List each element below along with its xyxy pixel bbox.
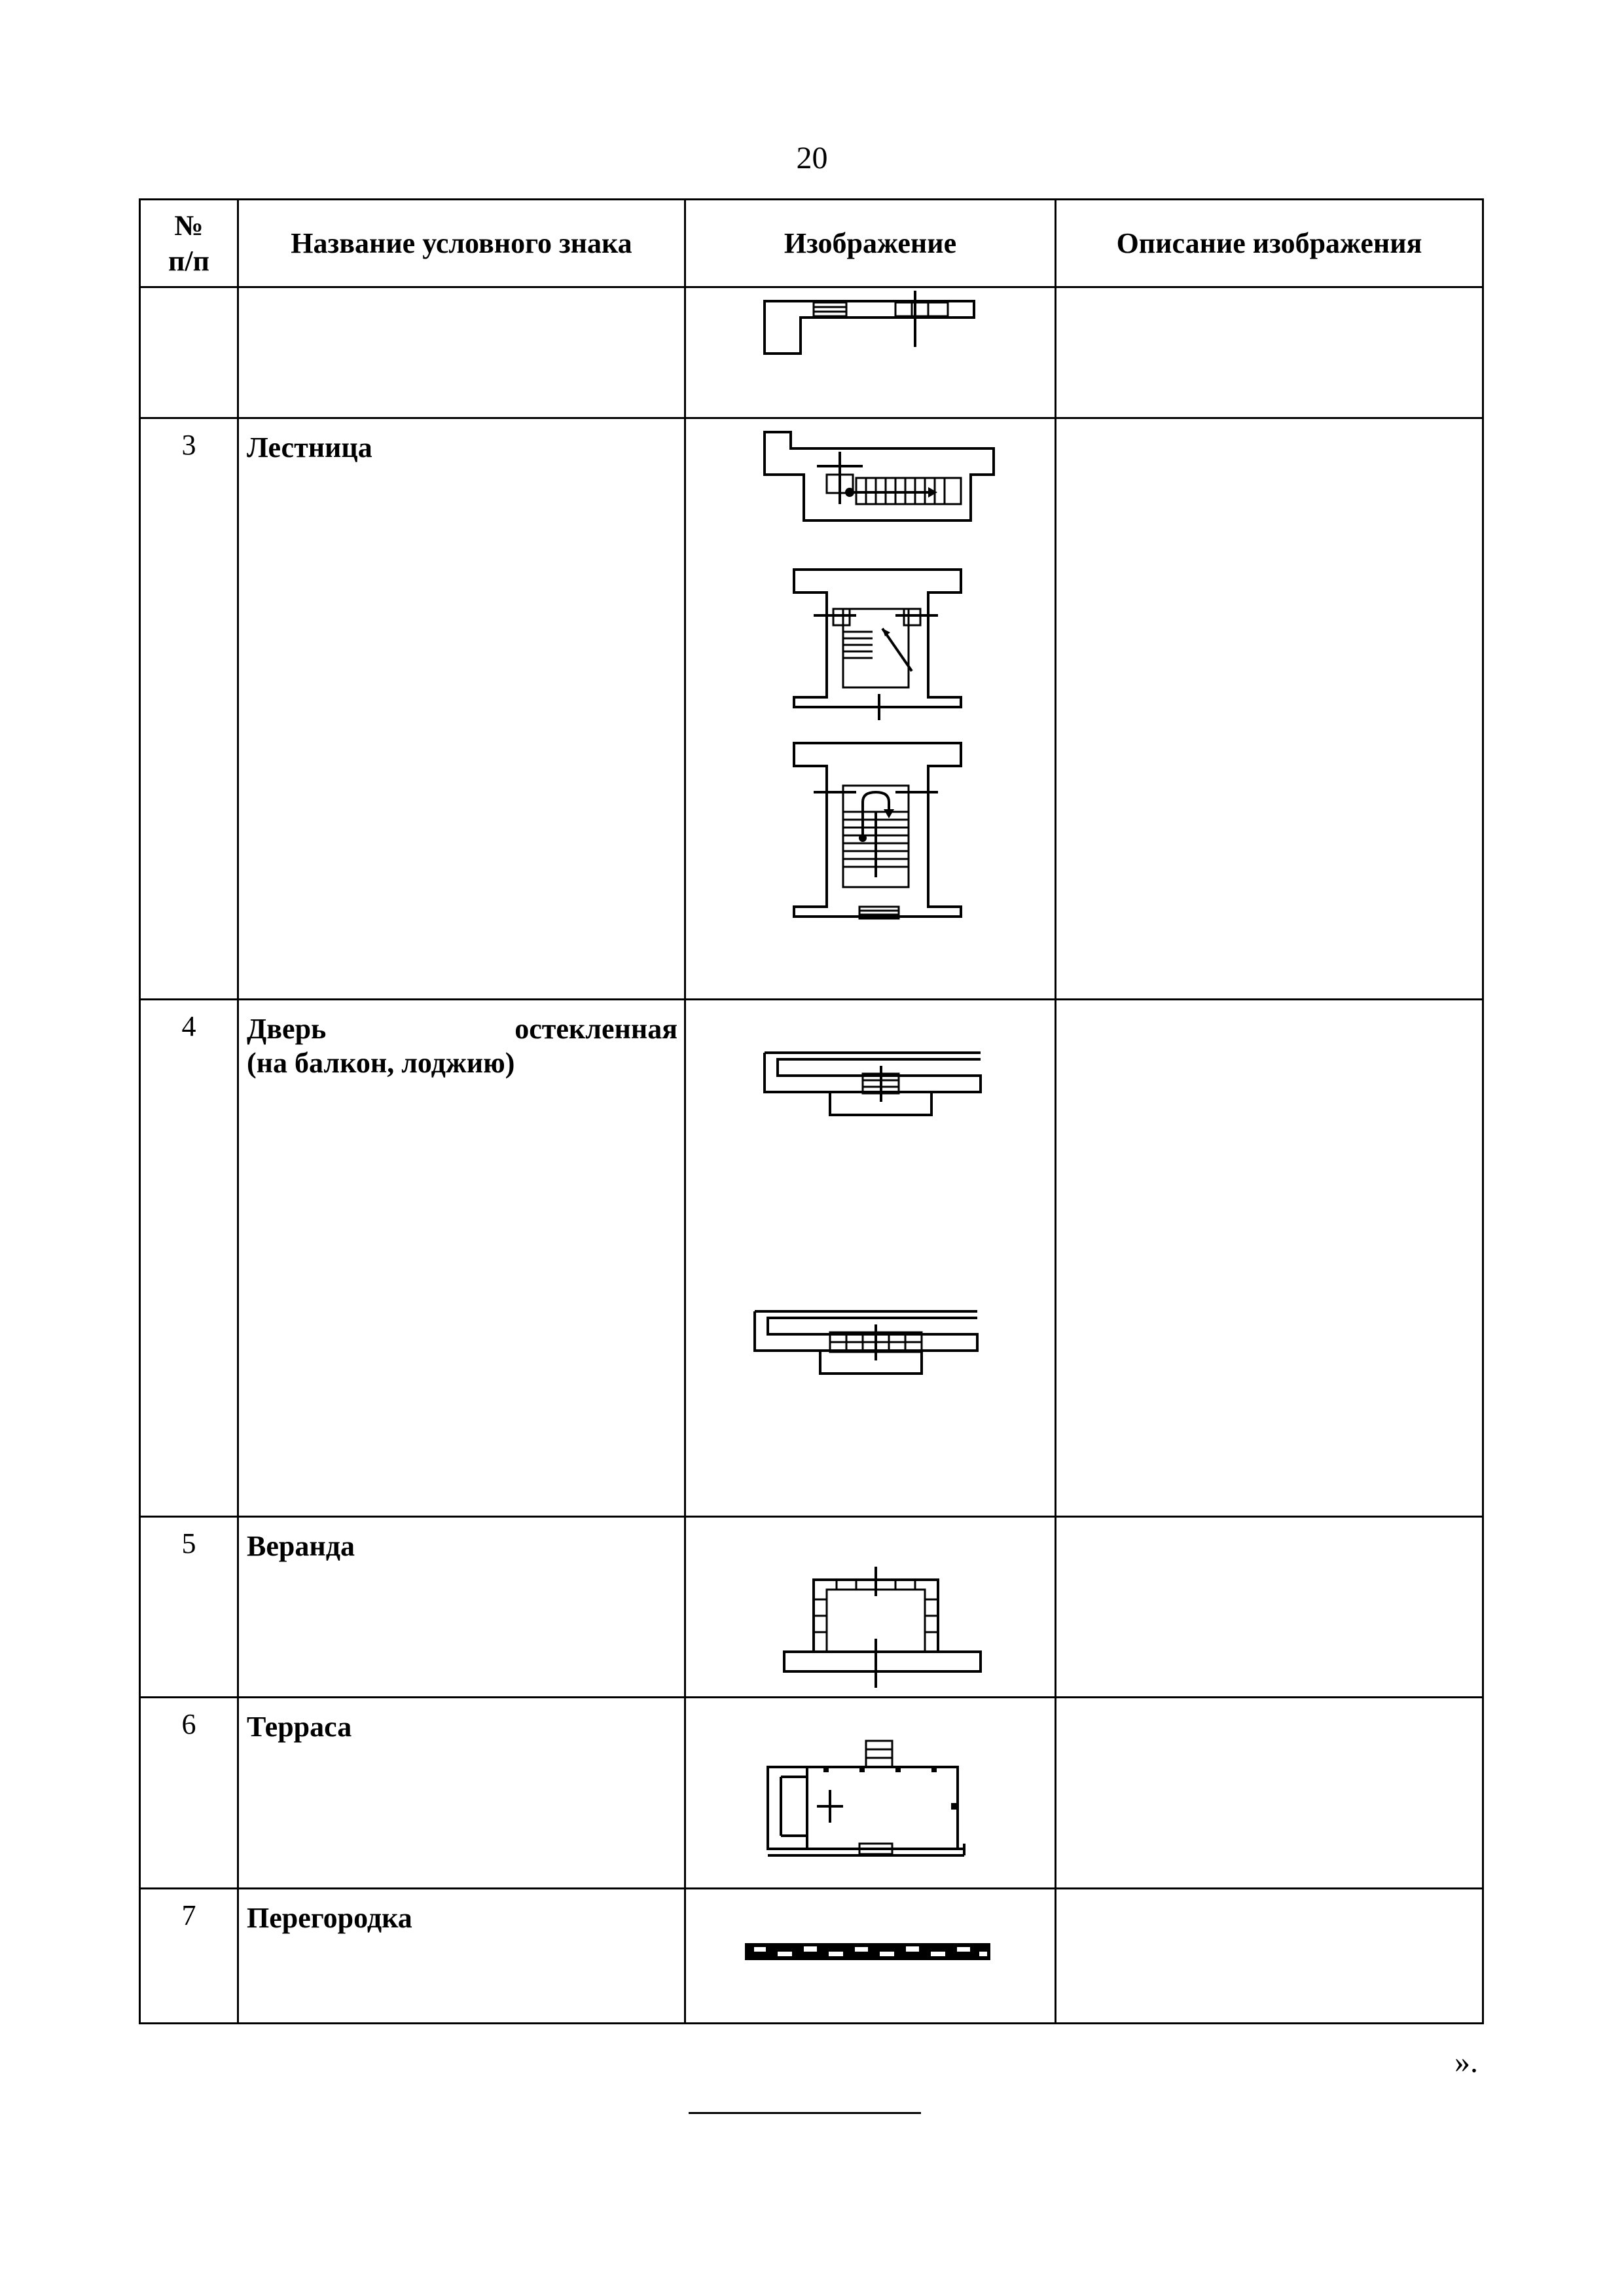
footnote-separator [689, 2112, 921, 2114]
partition-icon [745, 1943, 990, 1960]
terrace-icon [767, 1740, 965, 1857]
staircase-straight-icon [763, 431, 995, 522]
veranda-icon [783, 1567, 982, 1688]
row-description [1055, 1696, 1484, 1889]
row-num: 6 [139, 1696, 239, 1889]
conventional-signs-table: № п/п Название условного знака Изображен… [139, 198, 1484, 2024]
row-num: 5 [139, 1516, 239, 1698]
row-image [684, 998, 1056, 1518]
closing-quote: ». [1454, 2045, 1478, 2079]
glazed-door-icons [753, 1051, 982, 1375]
header-image: Изображение [684, 198, 1056, 288]
row-image [684, 1887, 1056, 2024]
table-row: 7 Перегородка [139, 1887, 1484, 2024]
table-row: 3 Лестница [139, 417, 1484, 1000]
row-name: Терраса [237, 1696, 686, 1889]
row-name-line2: (на балкон, лоджию) [247, 1047, 515, 1079]
header-num: № п/п [139, 198, 239, 288]
row-image [684, 417, 1056, 1000]
row-num: 7 [139, 1887, 239, 2024]
glazed-door-single-icon [763, 1051, 982, 1116]
row-num: 4 [139, 998, 239, 1518]
table-row: 4 Дверь остекленная (на балкон, лоджию) [139, 998, 1484, 1518]
table-row: 6 Терраса [139, 1696, 1484, 1889]
header-name: Название условного знака [237, 198, 686, 288]
table-row [139, 286, 1484, 419]
row-image [684, 286, 1056, 419]
row-name [237, 286, 686, 419]
page-number: 20 [796, 141, 828, 175]
table-row: 5 Веранда [139, 1516, 1484, 1698]
row-description [1055, 1887, 1484, 2024]
row-description [1055, 417, 1484, 1000]
row-name: Перегородка [237, 1887, 686, 2024]
glazed-door-double-icon [753, 1310, 979, 1375]
row-description [1055, 286, 1484, 419]
row-name: Лестница [237, 417, 686, 1000]
row-name: Дверь остекленная (на балкон, лоджию) [237, 998, 686, 1518]
window-wall-fragment-icon [763, 291, 975, 355]
table-header-row: № п/п Название условного знака Изображен… [139, 198, 1484, 288]
staircase-icons [763, 431, 995, 920]
staircase-two-flight-icon [793, 742, 962, 920]
row-num: 3 [139, 417, 239, 1000]
staircase-diagonal-icon [793, 568, 962, 720]
row-num [139, 286, 239, 419]
header-description: Описание изображения [1055, 198, 1484, 288]
row-image [684, 1696, 1056, 1889]
row-name: Веранда [237, 1516, 686, 1698]
row-description [1055, 1516, 1484, 1698]
row-image [684, 1516, 1056, 1698]
row-description [1055, 998, 1484, 1518]
row-name-line1: Дверь остекленная [247, 1013, 677, 1045]
